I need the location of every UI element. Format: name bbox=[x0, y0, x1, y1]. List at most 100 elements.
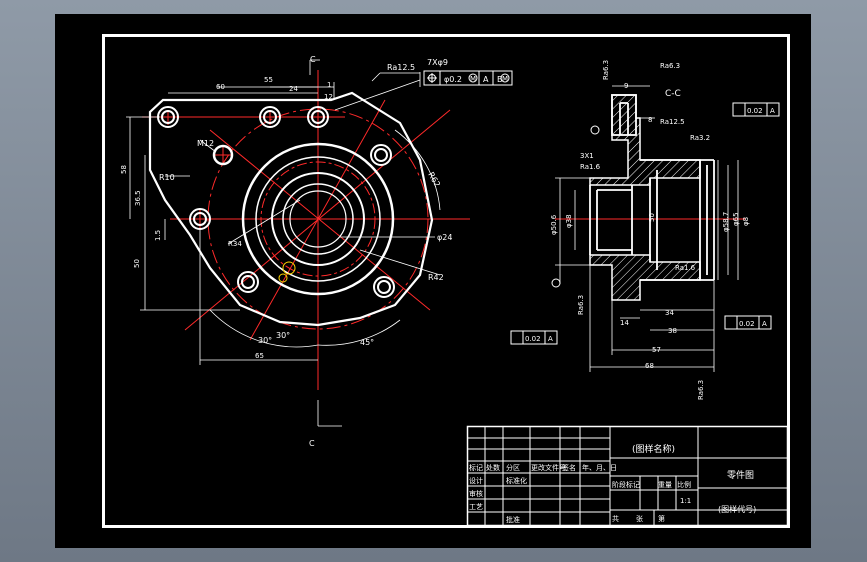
front-dimension-lines bbox=[126, 59, 441, 427]
datum-a-top: A bbox=[770, 107, 775, 115]
rough-1-6-a: Ra1.6 bbox=[580, 163, 601, 171]
drawing-sheet bbox=[55, 14, 811, 548]
datum-a-right: A bbox=[762, 320, 767, 328]
title-block[interactable] bbox=[466, 425, 789, 527]
front-view-labels: C C 60 55 24 1 12 7Xφ9 φ0.2 M A B M Ra12… bbox=[120, 55, 508, 448]
label-design: 设计 bbox=[469, 476, 483, 485]
label-std: 标准化 bbox=[506, 476, 527, 485]
label-stage: 阶段标记 bbox=[612, 480, 640, 489]
roughness-12-5: Ra12.5 bbox=[387, 63, 415, 72]
label-zone: 分区 bbox=[506, 463, 520, 472]
highlight-hole bbox=[282, 261, 296, 275]
scale-value: 1:1 bbox=[680, 497, 691, 505]
holes-callout: 7Xφ9 bbox=[427, 58, 448, 67]
label-sheets: 共 bbox=[612, 514, 619, 523]
m-modifier-1: M bbox=[470, 75, 476, 83]
thread-m12: M12 bbox=[197, 139, 214, 148]
front-view[interactable] bbox=[126, 59, 513, 427]
label-process: 工艺 bbox=[469, 503, 483, 511]
dia-24: φ24 bbox=[437, 233, 452, 242]
rough-6-3-right: Ra6.3 bbox=[660, 62, 680, 70]
datum-a: A bbox=[483, 75, 489, 84]
dia-50-6: φ50.6 bbox=[550, 214, 558, 235]
dim-58: 58 bbox=[120, 165, 128, 174]
flange-outline bbox=[148, 91, 434, 327]
section-view-labels: C-C Ra6.3 Ra6.3 9 Ra12.5 8 0.02 A Ra3.2 … bbox=[525, 60, 775, 400]
dim-34: 34 bbox=[665, 309, 674, 317]
rough-6-3-left: Ra6.3 bbox=[577, 295, 585, 315]
hub-ring-3 bbox=[282, 183, 354, 255]
drawing-name: (图样名称) bbox=[632, 443, 675, 455]
dia-65: φ65 bbox=[732, 212, 740, 226]
rough-6-3-bottom: Ra6.3 bbox=[697, 380, 705, 400]
rough-6-3-top: Ra6.3 bbox=[602, 60, 610, 80]
label-sheet-no: 第 bbox=[658, 514, 665, 523]
flat-tol-right: 0.02 bbox=[739, 320, 755, 328]
hub-outer bbox=[241, 142, 395, 296]
m-modifier-2: M bbox=[502, 75, 508, 83]
bore bbox=[289, 190, 347, 248]
dim-1: 1 bbox=[327, 81, 331, 89]
section-marker-top: C bbox=[310, 55, 316, 64]
hub-ring-2 bbox=[271, 172, 365, 266]
dim-65: 65 bbox=[255, 352, 264, 360]
angle-30b: 30° bbox=[258, 336, 272, 345]
dim-12: 12 bbox=[324, 93, 333, 101]
label-date: 年、月、日 bbox=[582, 463, 617, 472]
radius-r34: R34 bbox=[228, 240, 242, 248]
position-tolerance-frame bbox=[423, 70, 513, 86]
dim-50: 50 bbox=[133, 259, 141, 268]
radius-r10: R10 bbox=[159, 173, 175, 182]
dia-58-7: φ58.7 bbox=[722, 212, 730, 232]
dim-57: 57 bbox=[652, 346, 661, 354]
dia-38: φ38 bbox=[565, 214, 573, 228]
drawing-border bbox=[102, 34, 790, 528]
rough-12-5-side: Ra12.5 bbox=[660, 118, 685, 126]
dim-1-5: 1.5 bbox=[154, 230, 162, 241]
label-approve: 批准 bbox=[506, 515, 520, 524]
section-view[interactable] bbox=[510, 85, 780, 372]
angle-30a: 30° bbox=[276, 331, 290, 340]
dim-8: 8 bbox=[648, 116, 652, 124]
label-count: 处数 bbox=[486, 463, 500, 472]
title-block-text: (图样名称) 零件图 (图样代号) 1:1 标记 处数 分区 更改文件号 签名 … bbox=[469, 443, 756, 524]
label-ratio: 比例 bbox=[677, 480, 691, 489]
highlight-hole-2 bbox=[278, 273, 288, 283]
section-lower-hatch bbox=[589, 254, 701, 301]
angle-45: 45° bbox=[360, 338, 374, 347]
dim-38: 38 bbox=[668, 327, 677, 335]
label-sheet: 张 bbox=[636, 514, 643, 523]
section-dimension-lines bbox=[555, 85, 739, 372]
dia-8: φ8 bbox=[742, 217, 750, 226]
datum-a-left: A bbox=[548, 335, 553, 343]
label-change: 更改文件号 bbox=[531, 463, 566, 472]
position-tol-value: φ0.2 bbox=[444, 75, 462, 84]
datum-b: B bbox=[497, 75, 503, 84]
hub-ring-1 bbox=[255, 156, 381, 282]
dim-9: 9 bbox=[624, 82, 628, 90]
part-label: 零件图 bbox=[727, 469, 754, 481]
chamfer-3x1: 3X1 bbox=[580, 152, 594, 160]
label-review: 审核 bbox=[469, 489, 483, 498]
flat-tol-top: 0.02 bbox=[747, 107, 763, 115]
dim-60: 60 bbox=[216, 83, 225, 91]
flat-tol-left: 0.02 bbox=[525, 335, 541, 343]
dim-24: 24 bbox=[289, 85, 298, 93]
section-title: C-C bbox=[665, 89, 681, 99]
center-lines bbox=[142, 70, 470, 390]
radius-r42: R42 bbox=[428, 273, 444, 282]
section-marker-bottom: C bbox=[309, 439, 315, 448]
dim-55: 55 bbox=[264, 76, 273, 84]
label-mark: 标记 bbox=[469, 463, 483, 472]
drawing-code: (图样代号) bbox=[718, 504, 756, 514]
radius-r62: R62 bbox=[426, 171, 442, 189]
section-upper-hatch bbox=[589, 94, 701, 186]
dim-14: 14 bbox=[620, 319, 629, 327]
rough-3-2: Ra3.2 bbox=[690, 134, 710, 142]
section-tolerance-frames bbox=[510, 102, 780, 345]
rough-1-6-b: Ra1.6 bbox=[675, 264, 696, 272]
dim-68: 68 bbox=[645, 362, 654, 370]
section-outline bbox=[589, 94, 715, 281]
dim-36-5: 36.5 bbox=[134, 190, 142, 206]
